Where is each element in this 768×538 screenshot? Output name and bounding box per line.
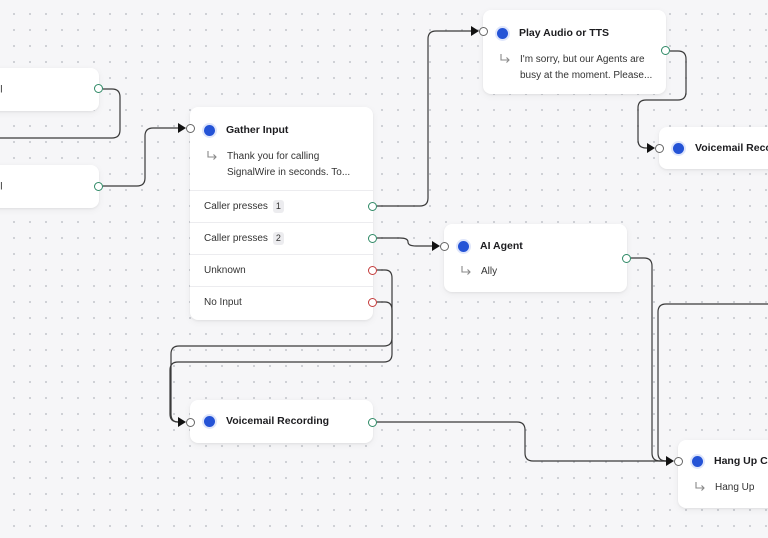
output-port[interactable] <box>661 46 670 55</box>
input-arrow-icon <box>432 241 440 251</box>
branch-label: Unknown <box>204 265 246 276</box>
node-label: ll <box>0 181 3 192</box>
key-badge: 2 <box>272 232 284 245</box>
branch-caller-presses-2[interactable]: Caller presses 2 <box>190 222 377 254</box>
node-hang-up[interactable]: Hang Up Call Hang Up <box>666 440 768 508</box>
branch-label: No Input <box>204 297 242 308</box>
edge-left-bottom-to-gather <box>103 127 178 187</box>
node-title: Play Audio or TTS <box>519 27 610 39</box>
input-port[interactable] <box>186 124 195 133</box>
output-port[interactable] <box>94 182 103 191</box>
status-dot-icon <box>458 240 469 252</box>
node-gather-input[interactable]: Gather Input Thank you for calling Signa… <box>178 107 377 320</box>
key-badge: 1 <box>272 200 284 213</box>
input-arrow-icon <box>647 143 655 153</box>
node-left-top[interactable]: ll <box>0 68 103 111</box>
input-port[interactable] <box>440 242 449 251</box>
input-arrow-icon <box>178 417 186 427</box>
status-dot-icon <box>673 142 684 154</box>
node-title: Voicemail Recording <box>695 142 768 154</box>
output-port[interactable] <box>368 418 377 427</box>
node-voicemail-top[interactable]: Voicemail Recording <box>647 127 768 169</box>
output-port[interactable] <box>622 254 631 263</box>
node-description: I'm sorry, but our Agents are busy at th… <box>520 54 653 81</box>
branch-label: Caller presses <box>204 201 268 212</box>
edge-branch1-to-play-audio <box>377 30 471 207</box>
branch-output-port[interactable] <box>368 234 377 243</box>
node-title: Voicemail Recording <box>226 415 330 427</box>
edge-ai-agent-to-hang-up <box>631 257 666 462</box>
branch-label: Caller presses <box>204 233 268 244</box>
return-arrow-icon <box>461 266 471 275</box>
input-arrow-icon <box>178 123 186 133</box>
edge-branch2-to-ai-agent <box>377 237 432 247</box>
edge-offscreen-to-hang-up <box>657 303 768 462</box>
status-dot-icon <box>692 455 703 467</box>
branch-no-input[interactable]: No Input <box>190 286 377 318</box>
input-port[interactable] <box>655 144 664 153</box>
edge-voicemail-to-hang-up <box>377 421 666 462</box>
input-arrow-icon <box>666 456 674 466</box>
node-title: Hang Up Call <box>714 455 768 467</box>
node-left-bottom[interactable]: ll <box>0 165 103 208</box>
status-dot-icon <box>497 27 508 39</box>
branch-unknown[interactable]: Unknown <box>190 254 377 286</box>
input-port[interactable] <box>186 418 195 427</box>
node-ai-agent[interactable]: AI Agent Ally <box>432 224 631 292</box>
node-title: Gather Input <box>226 124 289 136</box>
node-description: Thank you for calling SignalWire in seco… <box>227 151 351 178</box>
return-arrow-icon <box>695 482 705 491</box>
node-description: Hang Up <box>715 482 755 493</box>
node-description: Ally <box>481 266 498 277</box>
input-port[interactable] <box>479 27 488 36</box>
branch-output-port[interactable] <box>368 298 377 307</box>
status-dot-icon <box>204 415 215 427</box>
node-label: ll <box>0 84 3 95</box>
node-voicemail-bottom[interactable]: Voicemail Recording <box>178 400 377 443</box>
branch-output-port[interactable] <box>368 202 377 211</box>
node-play-audio[interactable]: Play Audio or TTS I'm sorry, but our Age… <box>471 10 670 94</box>
return-arrow-icon <box>207 151 217 160</box>
input-port[interactable] <box>674 457 683 466</box>
input-arrow-icon <box>471 26 479 36</box>
output-port[interactable] <box>94 84 103 93</box>
branch-output-port[interactable] <box>368 266 377 275</box>
status-dot-icon <box>204 124 215 136</box>
return-arrow-icon <box>500 54 510 63</box>
node-title: AI Agent <box>480 240 523 252</box>
branch-caller-presses-1[interactable]: Caller presses 1 <box>190 190 377 222</box>
